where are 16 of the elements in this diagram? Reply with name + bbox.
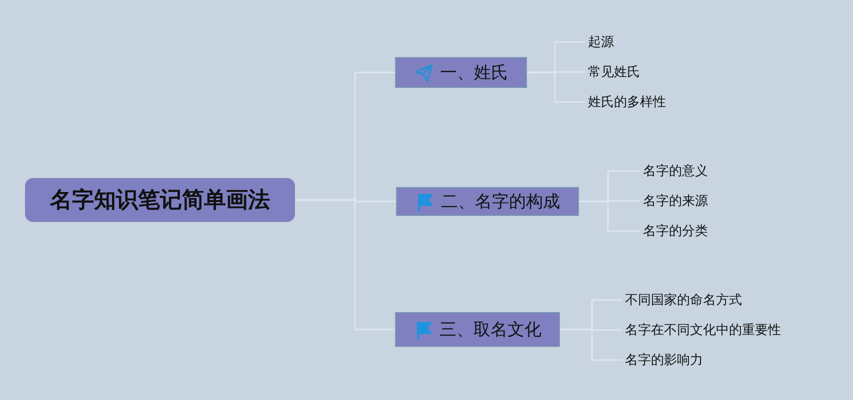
branch-title: 二、名字的构成 — [441, 191, 560, 213]
subtopic-text: 不同国家的命名方式 — [622, 289, 782, 311]
subtopic-text: 起源 — [585, 31, 645, 53]
subtopic-text: 姓氏的多样性 — [585, 91, 695, 113]
root-topic-box: 名字知识笔记简单画法 — [25, 178, 295, 222]
subtopic-text: 名字的意义 — [640, 160, 740, 182]
subtopic-text: 名字的分类 — [640, 220, 740, 242]
branch-title: 一、姓氏 — [440, 62, 508, 84]
branch-box — [395, 312, 560, 347]
branch-box — [396, 187, 579, 216]
subtopic-text: 名字的影响力 — [622, 349, 742, 371]
branch-box — [395, 57, 527, 88]
branch-title: 三、取名文化 — [440, 319, 542, 341]
subtopic-text: 名字在不同文化中的重要性 — [622, 319, 812, 341]
subtopic-text: 常见姓氏 — [585, 61, 665, 83]
subtopic-text: 名字的来源 — [640, 190, 740, 212]
